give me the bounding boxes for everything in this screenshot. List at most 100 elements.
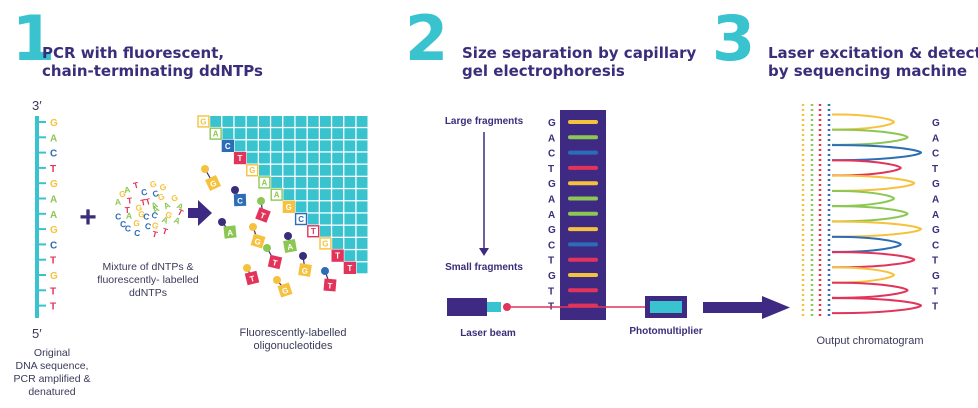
mixture-letter: A (150, 199, 160, 211)
nucleotide-base: A (287, 242, 294, 252)
ladder-cell (356, 140, 368, 152)
ladder-cell (295, 189, 307, 201)
nucleotide-base: G (253, 237, 262, 247)
gel-band (568, 196, 598, 201)
mixture-letter: G (138, 209, 146, 220)
strand-base-label: A (50, 133, 57, 144)
ladder-terminal-base: A (262, 178, 268, 187)
mixture-letter: C (142, 211, 150, 222)
ladder-cell (246, 116, 258, 127)
mixture-letter: C (151, 188, 160, 199)
chromatogram-peak (831, 297, 923, 315)
step-2-title-line-2: gel electrophoresis (462, 62, 625, 80)
ladder-cell (246, 128, 258, 140)
ladder-cell (259, 116, 270, 127)
ladder-terminal-tile (294, 212, 308, 226)
ladder-cell (344, 140, 356, 152)
ladder-cell (271, 128, 283, 140)
chromatogram-peak (831, 174, 916, 192)
chromatogram-base-label: G (932, 271, 940, 282)
ladder-cell (295, 177, 307, 188)
nucleotide-base: G (209, 179, 218, 190)
mixture-letter: A (175, 200, 185, 212)
nucleotide-base: T (249, 274, 256, 284)
ladder-cell (283, 116, 295, 127)
gel-band (568, 257, 598, 262)
step-3-title-line-1: Laser excitation & detection (768, 44, 978, 62)
mixture-letter: A (151, 204, 161, 216)
ladder-cell (344, 238, 356, 249)
ladder-cell (259, 164, 270, 176)
mixture-letter: A (162, 200, 172, 212)
ladder-cell (259, 128, 270, 140)
ladder-terminal-fill (344, 262, 356, 274)
photomultiplier-label: Photomultiplier (629, 326, 702, 337)
mixture-letter: C (144, 221, 152, 232)
nucleotide-dye-ball (231, 186, 239, 194)
ladder-cell (259, 140, 270, 152)
mixture-letter: G (156, 191, 166, 203)
gel-band (568, 242, 598, 247)
ladder-cell (356, 250, 368, 262)
gel-band (568, 288, 598, 293)
ladder-cell (332, 140, 344, 152)
fragments-caption-line-1: Fluorescently-labelled (240, 327, 347, 339)
nucleotide-tile (277, 282, 293, 298)
mixture-letter: T (176, 207, 186, 219)
mixture-letter: G (158, 181, 168, 193)
ladder-cell (307, 213, 319, 225)
ladder-cell (320, 177, 331, 188)
strand-base-label: T (50, 164, 56, 175)
nucleotide-base: A (227, 228, 234, 238)
gel-base-label: G (548, 225, 556, 236)
ladder-cell (356, 201, 368, 213)
gel-band (568, 120, 598, 124)
gel-base-label: G (548, 179, 556, 190)
nucleotide-base: C (237, 196, 243, 205)
ladder-cell (320, 140, 331, 152)
mixture-letter: G (133, 218, 141, 229)
nucleotide-dye-ball (218, 218, 226, 226)
chromatogram-base-label: G (932, 179, 940, 190)
chromatogram-peak (831, 128, 909, 146)
gel-band (568, 181, 598, 186)
nucleotide-tile (267, 254, 283, 270)
ladder-terminal-tile (307, 225, 320, 238)
ladder-cell (320, 152, 331, 164)
dna-backbone (35, 116, 39, 318)
nucleotide-base: T (327, 281, 333, 290)
ladder-cell (307, 140, 319, 152)
step-3-title-line-2: by sequencing machine (768, 62, 967, 80)
ladder-cell (295, 116, 307, 127)
ladder-terminal-base-filled: T (347, 264, 352, 273)
ladder-cell (356, 189, 368, 201)
gel-base-label: T (548, 286, 554, 297)
nucleotide-dye-ball (249, 223, 257, 231)
mixture-letter: A (114, 197, 121, 207)
ladder-cell (271, 116, 283, 127)
mixture-letter: C (124, 223, 131, 233)
ladder-cell (307, 177, 319, 188)
ladder-cell (307, 152, 319, 164)
ladder-terminal-tile (270, 188, 283, 201)
ladder-terminal-base: C (298, 215, 304, 224)
gel-base-label: C (548, 149, 555, 160)
ladder-cell (320, 128, 331, 140)
nucleotide-dye-ball (273, 276, 281, 284)
chromatogram-base-label: G (932, 118, 940, 129)
ladder-terminal-base-filled: C (225, 142, 231, 151)
ladder-cell (307, 164, 319, 176)
ladder-terminal-fill (234, 152, 246, 164)
ladder-cell (320, 189, 331, 201)
ladder-cell (271, 152, 283, 164)
ladder-cell (271, 140, 283, 152)
ladder-cell (332, 238, 344, 249)
ladder-cell (332, 116, 344, 127)
ladder-cell (332, 177, 344, 188)
ladder-terminal-base-filled: T (238, 154, 243, 163)
gel-base-label: A (548, 133, 555, 144)
nucleotide-tile (255, 207, 271, 223)
